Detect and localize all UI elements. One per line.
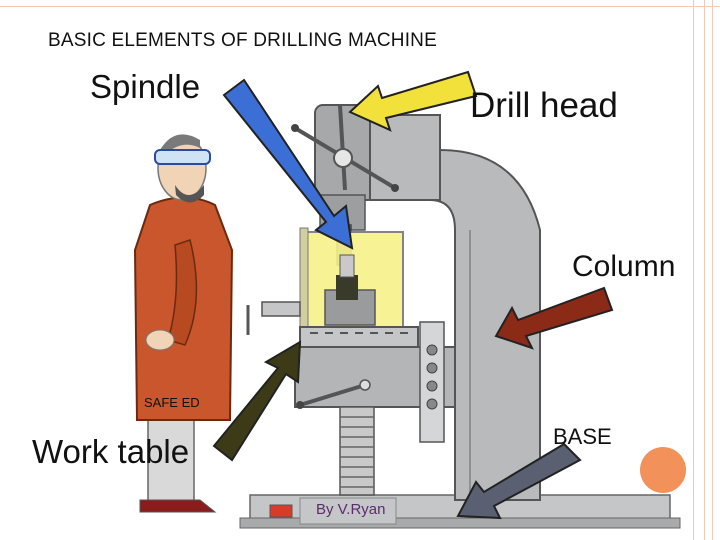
decorative-circle: [640, 447, 686, 493]
frame-line-right-3: [712, 0, 713, 540]
arrow-spindle: [222, 78, 354, 250]
stop-switch: [269, 504, 293, 518]
operator-shoe: [139, 499, 217, 513]
operator-tag: SAFE ED: [144, 395, 200, 410]
frame-line-right-1: [693, 0, 694, 540]
frame-line-right-2: [704, 0, 705, 540]
credit-text: By V.Ryan: [316, 501, 386, 518]
label-base: BASE: [553, 424, 612, 449]
slide-title: BASIC ELEMENTS OF DRILLING MACHINE: [48, 30, 437, 51]
arrow-drill-head: [348, 70, 478, 132]
label-column: Column: [572, 250, 676, 283]
frame-line-top: [0, 6, 720, 7]
operator-tag-box: [140, 393, 206, 411]
arrow-base: [456, 442, 582, 520]
elevating-screw: [339, 406, 375, 496]
credit-box: [299, 497, 397, 525]
feed-handle-hub: [333, 148, 353, 168]
arrow-column: [494, 286, 614, 350]
label-drill-head: Drill head: [470, 86, 618, 125]
arrow-work-table: [212, 340, 302, 462]
operator-goggles: [154, 149, 211, 165]
machine-column: [384, 149, 541, 501]
base-plate: [239, 517, 681, 529]
workpiece: [336, 275, 358, 300]
label-work-table: Work table: [32, 433, 190, 470]
label-spindle: Spindle: [90, 68, 201, 105]
